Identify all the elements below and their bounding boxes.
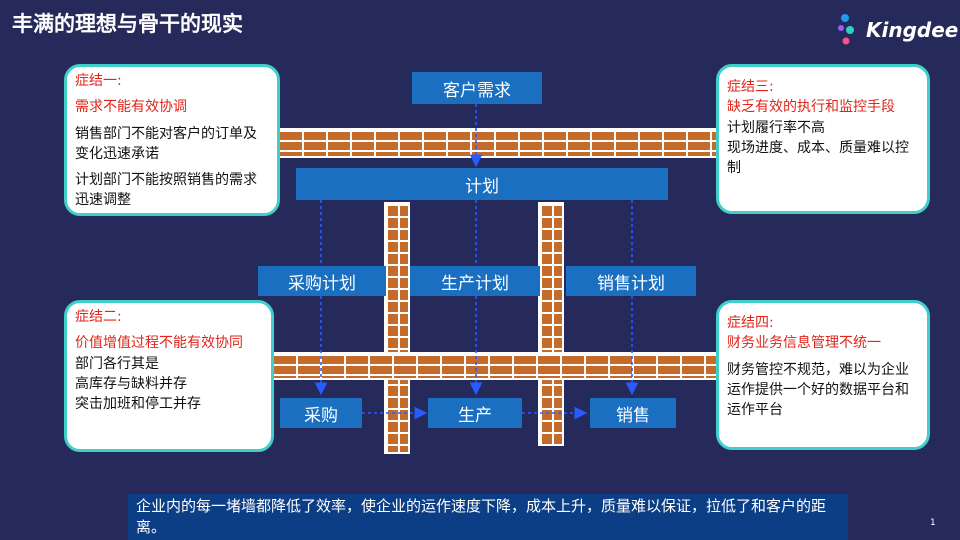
issue-two-line-1: 部门各行其是 [75,355,159,372]
issue-four-heading: 症结四: [727,315,774,331]
left-vertical-wall [384,202,410,454]
issue-three-line-1: 计划履行率不高 [727,119,825,136]
issue-card-two: 症结二: 价值增值过程不能有效协同 部门各行其是 高库存与缺料并存 突击加班和停… [64,300,274,452]
summary-banner: 企业内的每一堵墙都降低了效率，使企业的运作速度下降，成本上升，质量难以保证，拉低… [128,494,848,540]
issue-four-line-1: 财务管控不规范，难以为企业运作提供一个好的数据平台和运作平台 [727,361,909,419]
issue-one-heading: 症结一: [75,73,122,89]
sales-plan-box: 销售计划 [566,266,696,296]
issue-three-subtitle: 缺乏有效的执行和监控手段 [727,99,895,116]
sales-box: 销售 [590,398,676,428]
slide-title: 丰满的理想与骨干的现实 [12,12,243,36]
issue-three-heading: 症结三: [727,79,774,95]
customer-demand-box: 客户需求 [412,72,542,104]
issue-one-line-1: 销售部门不能对客户的订单及变化迅速承诺 [75,125,257,162]
purchase-box: 采购 [280,398,362,428]
issue-three-line-2: 现场进度、成本、质量难以控制 [727,139,909,177]
logo-dots-icon [838,14,854,45]
issue-one-subtitle: 需求不能有效协调 [75,99,187,116]
issue-two-line-3: 突击加班和停工并存 [75,396,201,413]
right-vertical-wall [538,202,564,446]
issue-two-line-2: 高库存与缺料并存 [75,375,187,392]
logo-text: Kingdee [866,18,959,42]
production-box: 生产 [428,398,522,428]
issue-card-three: 症结三: 缺乏有效的执行和监控手段 计划履行率不高 现场进度、成本、质量难以控制 [716,64,930,214]
page-number: 1 [930,518,936,528]
issue-card-four: 症结四: 财务业务信息管理不统一 财务管控不规范，难以为企业运作提供一个好的数据… [716,300,930,450]
issue-card-one: 症结一: 需求不能有效协调 销售部门不能对客户的订单及变化迅速承诺 计划部门不能… [64,64,280,216]
kingdee-logo: Kingdee [836,10,959,50]
issue-two-subtitle: 价值增值过程不能有效协同 [75,335,243,352]
production-plan-box: 生产计划 [410,266,540,296]
upper-horizontal-wall [276,128,724,158]
issue-four-subtitle: 财务业务信息管理不统一 [727,335,881,352]
purchase-plan-box: 采购计划 [258,266,386,296]
plan-box: 计划 [296,168,668,200]
issue-one-line-2: 计划部门不能按照销售的需求迅速调整 [75,172,257,209]
issue-two-heading: 症结二: [75,309,122,325]
lower-horizontal-wall [270,352,724,380]
